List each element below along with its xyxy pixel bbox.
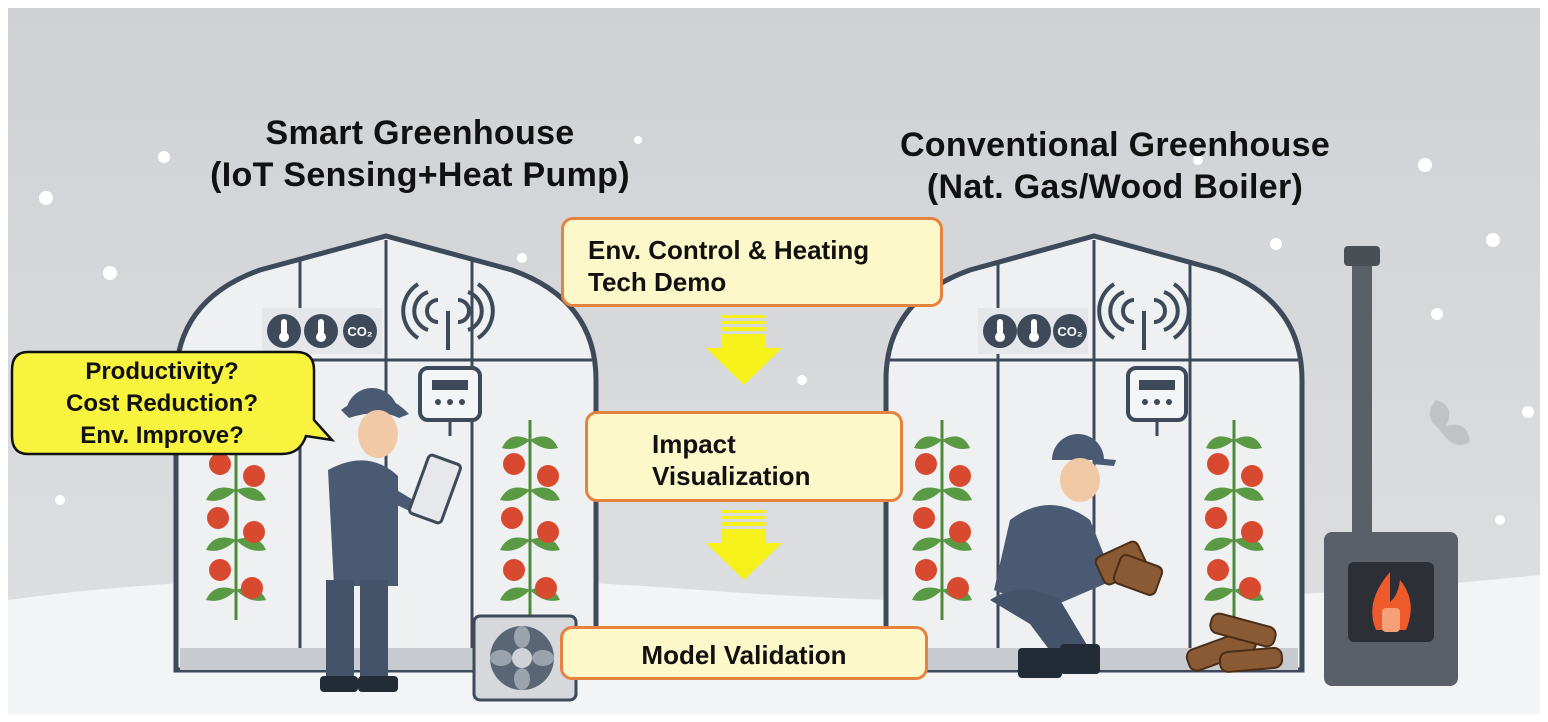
sensor-icons-conventional: CO₂ [978, 308, 1088, 354]
conventional-greenhouse-title-line2: (Nat. Gas/Wood Boiler) [926, 168, 1304, 206]
controller-icon-smart [418, 366, 482, 436]
question-productivity: Productivity? [85, 358, 239, 385]
question-bubble-text: Productivity? Cost Reduction? Env. Impro… [14, 356, 310, 452]
flow-step1-line2: Tech Demo [588, 267, 727, 297]
question-env-improve: Env. Improve? [80, 422, 244, 449]
flow-step-impact-visualization: Impact Visualization [585, 411, 903, 502]
smart-greenhouse-title: Smart Greenhouse (IoT Sensing+Heat Pump) [120, 112, 720, 196]
wireless-antenna-icon-right [1097, 282, 1191, 350]
question-cost-reduction: Cost Reduction? [66, 390, 258, 417]
svg-text:CO₂: CO₂ [1057, 324, 1083, 339]
wood-stove-icon [1324, 246, 1470, 686]
conventional-greenhouse-title: Conventional Greenhouse (Nat. Gas/Wood B… [815, 124, 1415, 208]
question-bubble [10, 350, 336, 456]
flow-step3-label: Model Validation [641, 640, 847, 670]
flow-step-tech-demo: Env. Control & Heating Tech Demo [561, 217, 943, 307]
flow-step2-line1: Impact [652, 429, 736, 459]
smart-greenhouse-title-line2: (IoT Sensing+Heat Pump) [210, 156, 630, 194]
flow-step-model-validation: Model Validation [560, 626, 928, 680]
worker-with-tablet [320, 388, 462, 692]
flow-step2-line2: Visualization [652, 461, 811, 491]
flow-step1-line1: Env. Control & Heating [588, 235, 870, 265]
sensor-icons-smart: CO₂ [262, 308, 382, 354]
controller-icon-conventional [1126, 366, 1188, 436]
svg-text:CO₂: CO₂ [347, 324, 373, 339]
conventional-greenhouse-title-line1: Conventional Greenhouse [899, 126, 1331, 164]
firewood-pile-icon [1185, 612, 1284, 673]
heat-pump-icon [472, 614, 578, 702]
wireless-antenna-icon [401, 282, 495, 350]
worker-carrying-wood [990, 434, 1164, 678]
smart-greenhouse-title-line1: Smart Greenhouse [265, 114, 575, 152]
